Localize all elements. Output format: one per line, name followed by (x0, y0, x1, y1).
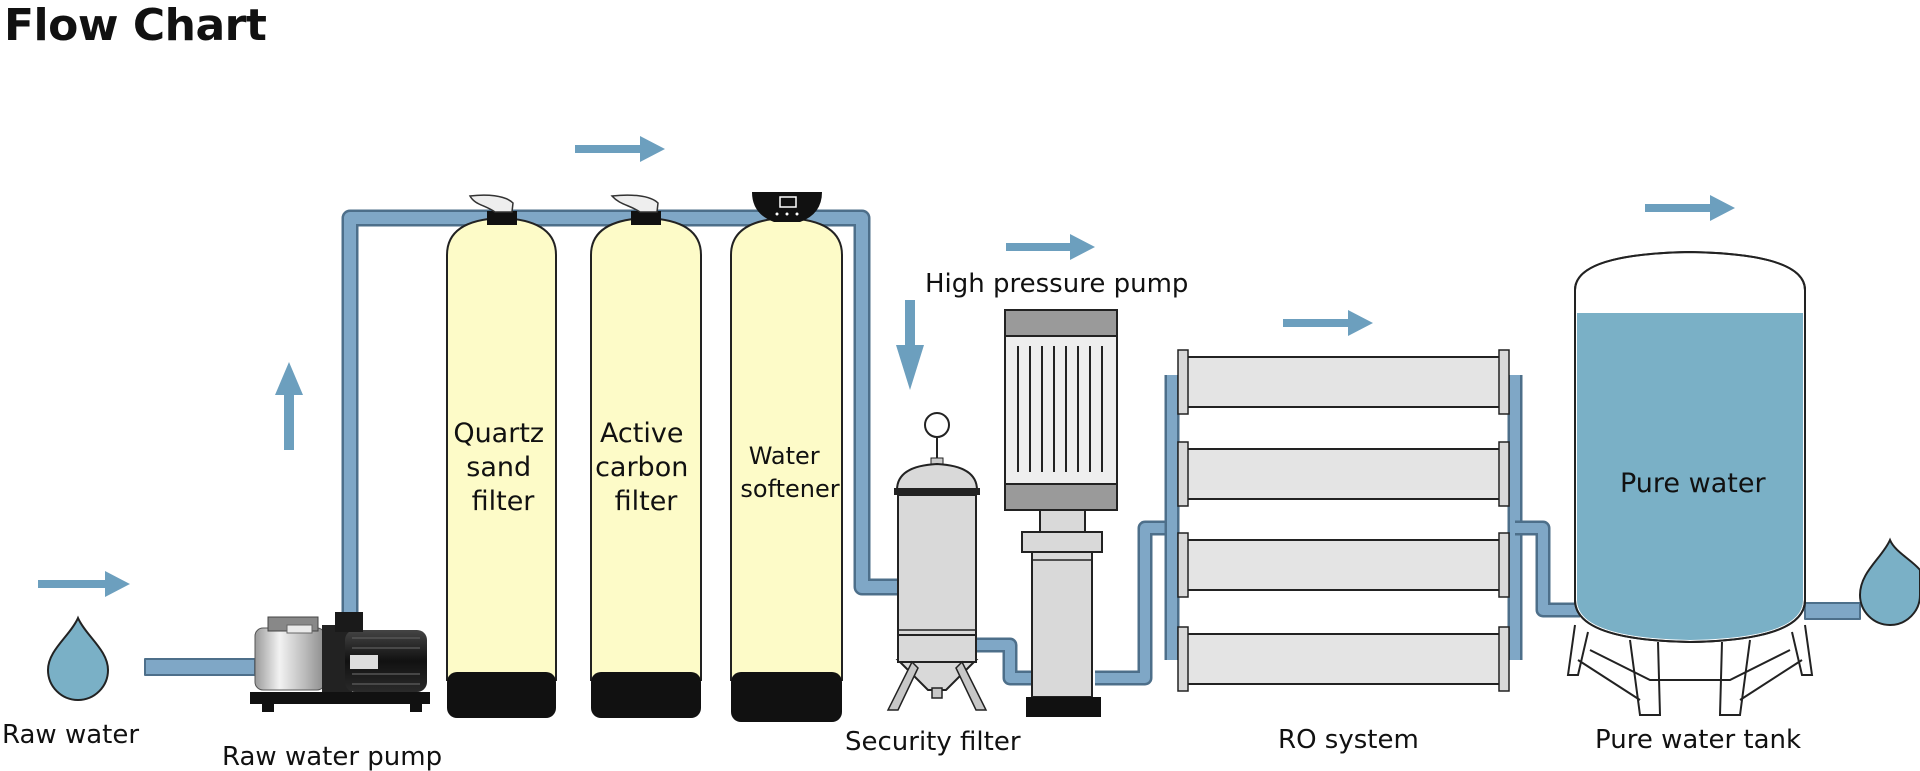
pure-water-tank (1566, 250, 1814, 716)
ro-membrane (1177, 532, 1510, 598)
flow-arrow-right (575, 136, 665, 162)
flow-arrow-right (38, 571, 130, 597)
security-filter-vessel (886, 412, 988, 711)
active-carbon-filter-tank (590, 194, 702, 718)
valve-handle-icon (468, 194, 514, 213)
raw-water-label: Raw water (2, 720, 139, 750)
inlet-pipe (144, 658, 256, 676)
pipe-network (144, 209, 1861, 686)
active-carbon-filter-label: Active carbon filter (595, 418, 697, 517)
quartz-sand-filter-tank (446, 194, 557, 718)
water-softener-label: Water softener (740, 442, 839, 503)
flow-arrow-down (896, 300, 924, 390)
centrifugal-pump-icon (250, 612, 430, 712)
pressure-gauge-icon (924, 412, 950, 438)
page-title: Flow Chart (4, 0, 267, 51)
flow-arrow-right (1645, 195, 1735, 221)
flow-arrow-right (1006, 234, 1095, 260)
ro-system-membranes (1177, 349, 1510, 692)
flow-arrow-up (275, 362, 303, 450)
flow-arrow-right (1283, 310, 1373, 336)
high-pressure-pump-icon (1004, 309, 1118, 717)
raw-water-pump-label: Raw water pump (222, 742, 442, 771)
tank-stand (1566, 624, 1814, 716)
outlet-water-drop-icon (1858, 537, 1920, 626)
high-pressure-pump-label: High pressure pump (925, 269, 1188, 299)
pure-water-inner-label: Pure water (1620, 468, 1766, 499)
outlet-pipe (1804, 602, 1861, 620)
pure-water-tank-label: Pure water tank (1595, 725, 1801, 755)
ro-system-label: RO system (1278, 725, 1419, 755)
security-filter-label: Security filter (845, 727, 1021, 757)
ro-membrane (1177, 626, 1510, 692)
quartz-sand-filter-label: Quartz sand filter (453, 418, 552, 517)
ro-membrane (1177, 349, 1510, 415)
raw-water-drop-icon (46, 615, 110, 701)
water-softener-tank (730, 192, 843, 722)
valve-handle-icon (610, 194, 659, 213)
hp-pump-to-ro-pipe (1095, 520, 1170, 686)
flow-arrows (38, 136, 1735, 597)
ro-membrane (1177, 441, 1510, 507)
